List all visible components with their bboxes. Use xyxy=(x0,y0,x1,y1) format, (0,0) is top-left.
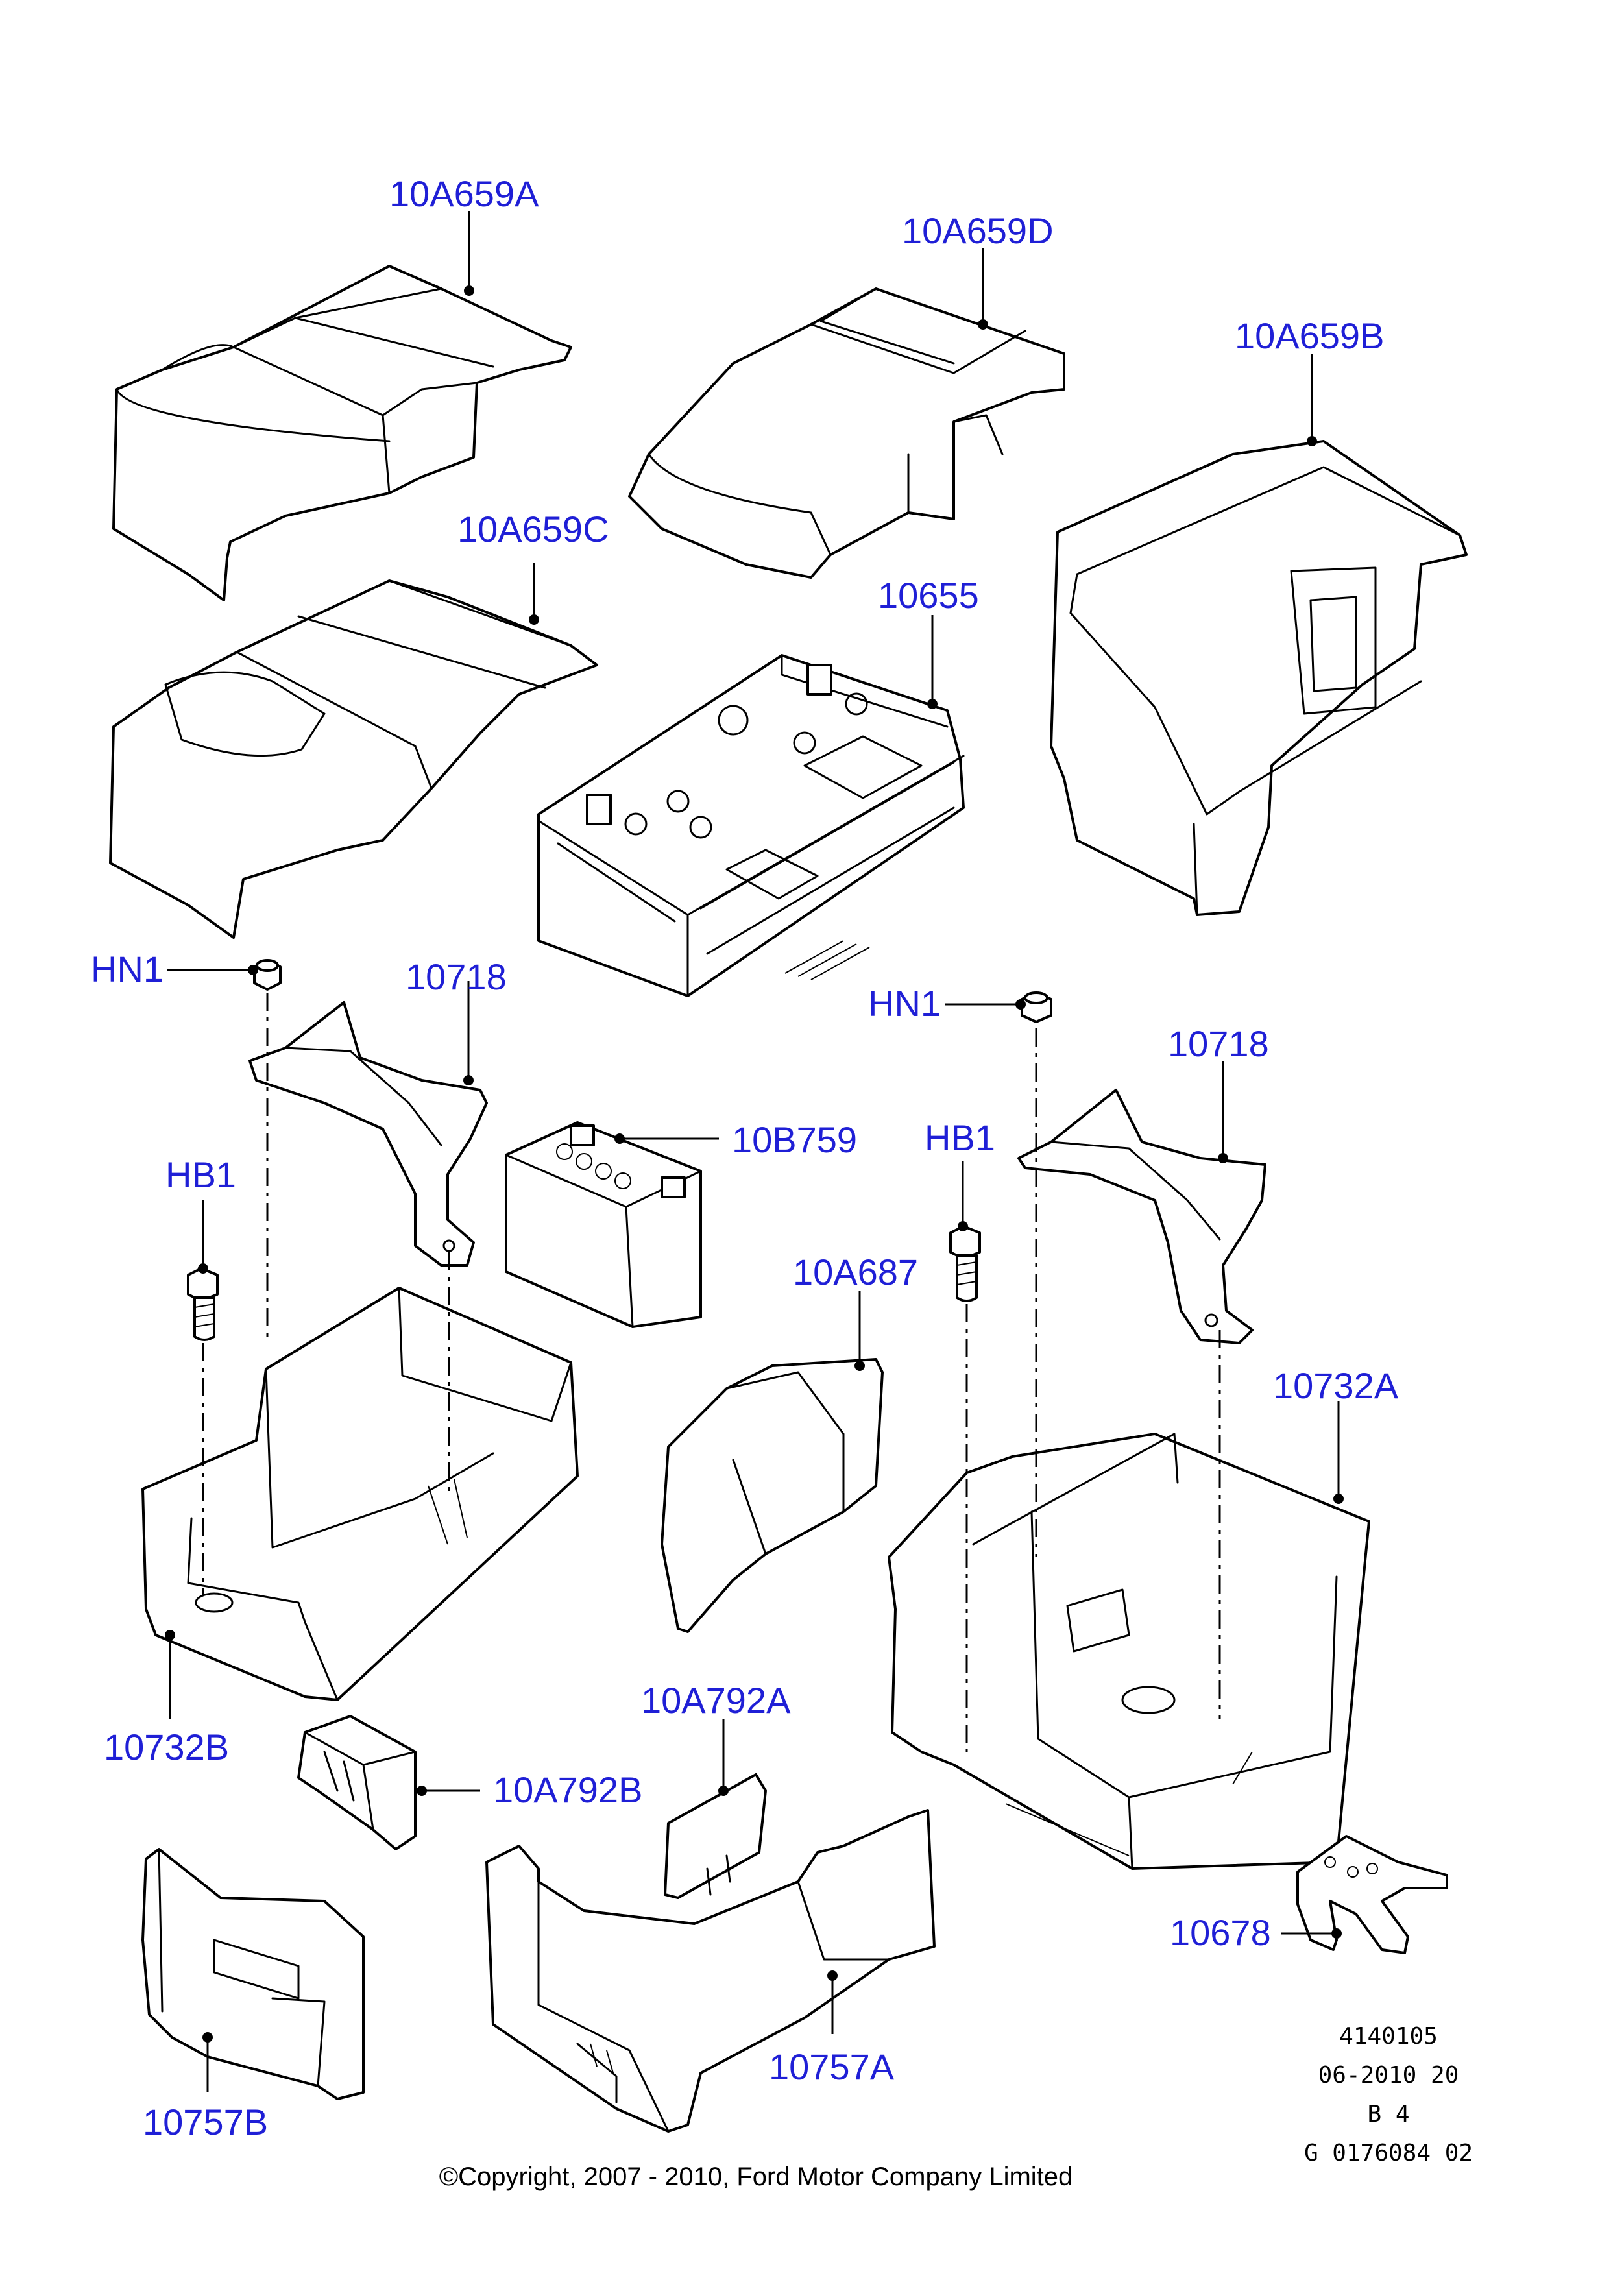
callout-10718-left: 10718 xyxy=(406,956,507,997)
meta-line-4: G 0176084 02 xyxy=(1304,2140,1473,2166)
battery-box-10a659b xyxy=(1050,440,1468,916)
copyright-text: ©Copyright, 2007 - 2010, Ford Motor Comp… xyxy=(439,2163,1073,2191)
callout-10a659a: 10A659A xyxy=(389,173,539,214)
nut-hn1-left xyxy=(253,959,282,991)
bracket-10678 xyxy=(1296,1835,1448,1954)
callout-10a792b: 10A792B xyxy=(493,1769,642,1810)
shield-10757b xyxy=(141,1848,365,2100)
callout-10732a: 10732A xyxy=(1273,1365,1399,1406)
callout-10757a: 10757A xyxy=(769,2046,895,2087)
battery-cover-10a659c xyxy=(109,579,598,939)
battery-cover-10a659d xyxy=(628,287,1065,579)
cover-10a792a xyxy=(664,1773,767,1899)
callout-10a792a: 10A792A xyxy=(641,1680,791,1721)
callout-hb1-left: HB1 xyxy=(165,1154,236,1195)
nut-hn1-right xyxy=(1021,991,1052,1023)
battery-tray-10732a xyxy=(888,1433,1370,1870)
bracket-10a687 xyxy=(661,1358,884,1633)
bolt-hb1-right xyxy=(949,1225,981,1302)
bolt-hb1-left xyxy=(187,1267,219,1341)
meta-line-3: B 4 xyxy=(1367,2101,1409,2127)
callout-10a659c: 10A659C xyxy=(457,509,609,550)
fuse-holder-10a792b xyxy=(297,1715,417,1850)
leader-lines xyxy=(165,211,1344,2092)
clamp-10718-right xyxy=(1017,1089,1266,1344)
callout-10678: 10678 xyxy=(1170,1912,1271,1953)
battery-cover-10a659a xyxy=(112,265,572,601)
callout-10a659d: 10A659D xyxy=(902,210,1054,251)
callout-10b759: 10B759 xyxy=(732,1119,857,1160)
callout-hb1-right: HB1 xyxy=(925,1117,995,1158)
clamp-10718-left xyxy=(248,1001,488,1267)
shield-10757a xyxy=(485,1809,936,2133)
battery-10655 xyxy=(537,654,965,997)
meta-line-1: 4140105 xyxy=(1339,2023,1438,2050)
meta-line-2: 06-2010 20 xyxy=(1318,2062,1459,2089)
callout-10a687: 10A687 xyxy=(793,1252,918,1292)
callout-10757b: 10757B xyxy=(143,2102,268,2142)
callout-hn1-right: HN1 xyxy=(868,983,941,1024)
aux-battery-10b759 xyxy=(505,1121,702,1328)
callout-10655: 10655 xyxy=(878,575,979,616)
callout-10718-right: 10718 xyxy=(1168,1023,1269,1064)
battery-tray-10732b xyxy=(141,1287,579,1701)
callout-hn1-left: HN1 xyxy=(91,949,164,989)
callout-10a659b: 10A659B xyxy=(1235,315,1384,356)
callout-10732b: 10732B xyxy=(104,1727,229,1767)
